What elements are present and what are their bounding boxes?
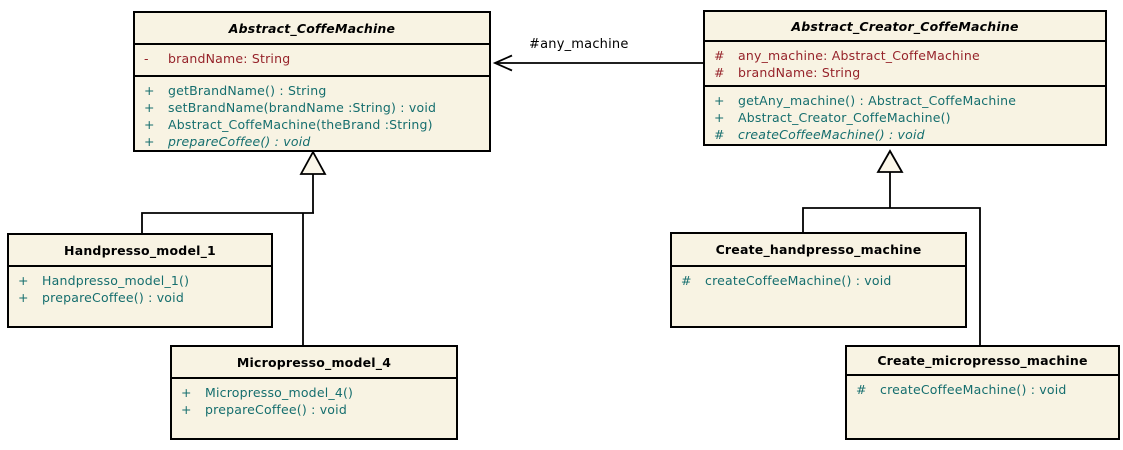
visibility-marker: # <box>714 127 725 142</box>
visibility-marker: + <box>181 385 192 400</box>
methods-compartment: + Handpresso_model_1() + prepareCoffee()… <box>9 267 271 326</box>
class-title: Handpresso_model_1 <box>9 235 271 267</box>
class-title: Abstract_CoffeMachine <box>135 13 489 45</box>
triangle-arrowhead-icon <box>876 149 904 173</box>
uml-method: + prepareCoffee() : void <box>9 289 267 306</box>
uml-method-abstract: + prepareCoffee() : void <box>135 133 485 150</box>
class-title: Abstract_Creator_CoffeMachine <box>705 12 1105 42</box>
visibility-marker: + <box>714 93 725 108</box>
uml-attribute: # any_machine: Abstract_CoffeMachine <box>705 47 1101 64</box>
class-title: Create_handpresso_machine <box>672 234 965 267</box>
association-any-machine <box>492 54 703 72</box>
association-label: #any_machine <box>529 37 629 52</box>
uml-method: # createCoffeeMachine() : void <box>672 272 961 289</box>
class-title: Create_micropresso_machine <box>847 347 1118 376</box>
uml-method: + setBrandName(brandName :String) : void <box>135 99 485 116</box>
visibility-marker: + <box>144 83 155 98</box>
visibility-marker: + <box>144 100 155 115</box>
uml-method: # createCoffeeMachine() : void <box>847 381 1114 398</box>
class-create-micropresso-machine[interactable]: Create_micropresso_machine # createCoffe… <box>845 345 1120 440</box>
visibility-marker: + <box>144 117 155 132</box>
class-create-handpresso-machine[interactable]: Create_handpresso_machine # createCoffee… <box>670 232 967 328</box>
visibility-marker: + <box>18 273 29 288</box>
visibility-marker: + <box>144 134 155 149</box>
methods-compartment: # createCoffeeMachine() : void <box>672 267 965 326</box>
visibility-marker: + <box>18 290 29 305</box>
visibility-marker: - <box>144 51 149 66</box>
uml-method: + Abstract_CoffeMachine(theBrand :String… <box>135 116 485 133</box>
open-arrowhead-icon <box>492 54 513 72</box>
uml-attribute: - brandName: String <box>135 50 485 67</box>
uml-attribute: # brandName: String <box>705 64 1101 81</box>
visibility-marker: # <box>681 273 692 288</box>
class-micropresso-model-4[interactable]: Micropresso_model_4 + Micropresso_model_… <box>170 345 458 440</box>
visibility-marker: + <box>181 402 192 417</box>
class-title: Micropresso_model_4 <box>172 347 456 379</box>
attributes-compartment: - brandName: String <box>135 45 489 77</box>
methods-compartment: + getAny_machine() : Abstract_CoffeMachi… <box>705 87 1105 146</box>
visibility-marker: # <box>714 65 725 80</box>
uml-method: + getBrandName() : String <box>135 82 485 99</box>
uml-method: + getAny_machine() : Abstract_CoffeMachi… <box>705 92 1101 109</box>
visibility-marker: + <box>714 110 725 125</box>
class-abstract-creator-coffemachine[interactable]: Abstract_Creator_CoffeMachine # any_mach… <box>703 10 1107 146</box>
methods-compartment: # createCoffeeMachine() : void <box>847 376 1118 438</box>
generalization-right <box>802 149 981 345</box>
uml-method: + prepareCoffee() : void <box>172 401 452 418</box>
class-handpresso-model-1[interactable]: Handpresso_model_1 + Handpresso_model_1(… <box>7 233 273 328</box>
methods-compartment: + getBrandName() : String + setBrandName… <box>135 77 489 153</box>
uml-method: + Handpresso_model_1() <box>9 272 267 289</box>
attributes-compartment: # any_machine: Abstract_CoffeMachine # b… <box>705 42 1105 87</box>
class-abstract-coffemachine[interactable]: Abstract_CoffeMachine - brandName: Strin… <box>133 11 491 152</box>
triangle-arrowhead-icon <box>299 150 327 175</box>
uml-method-abstract: # createCoffeeMachine() : void <box>705 126 1101 143</box>
uml-method: + Micropresso_model_4() <box>172 384 452 401</box>
uml-method: + Abstract_Creator_CoffeMachine() <box>705 109 1101 126</box>
generalization-left <box>141 150 327 345</box>
methods-compartment: + Micropresso_model_4() + prepareCoffee(… <box>172 379 456 438</box>
visibility-marker: # <box>714 48 725 63</box>
visibility-marker: # <box>856 382 867 397</box>
